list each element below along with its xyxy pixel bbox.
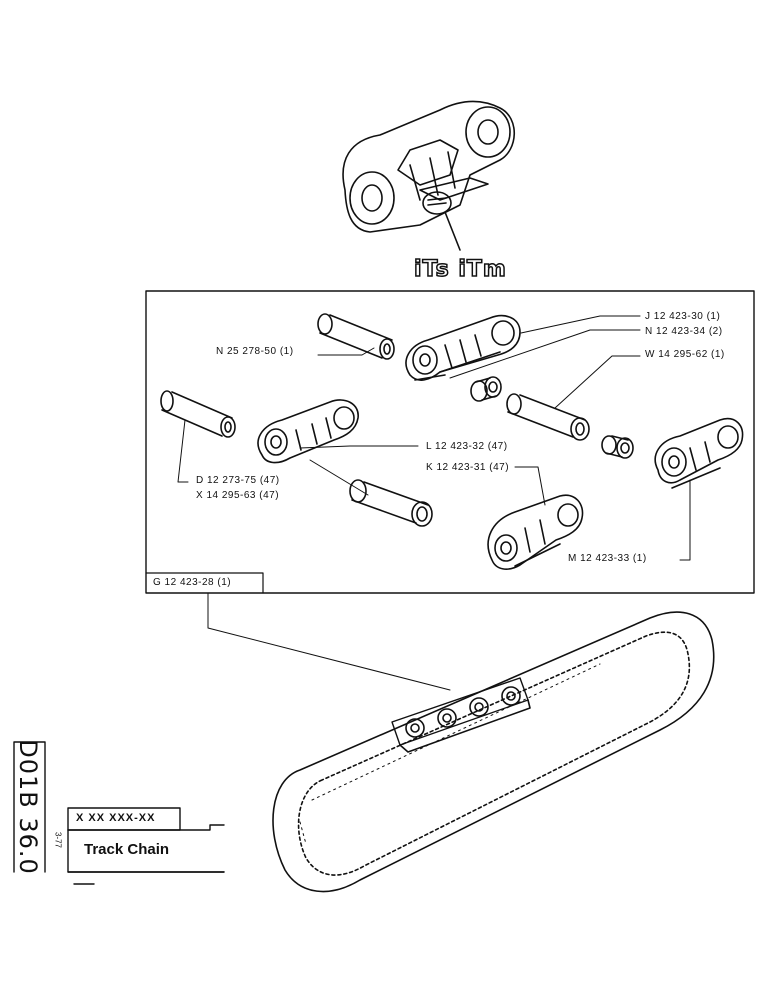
leader-lines xyxy=(177,315,691,561)
part-label-n-pin: N 25 278-50 (1) xyxy=(216,346,294,357)
group-label-box xyxy=(145,572,264,594)
detail-link-illustration xyxy=(342,100,515,251)
link-k-12-423-31 xyxy=(487,494,584,570)
part-label-l: L 12 423-32 (47) xyxy=(426,441,508,452)
page-title: Track Chain xyxy=(84,841,170,858)
part-label-n-spacer: N 12 423-34 (2) xyxy=(645,326,723,337)
document-code: D01B 36.0 xyxy=(12,739,44,875)
group-label: G 12 423-28 (1) xyxy=(153,577,232,588)
part-label-w: W 14 295-62 (1) xyxy=(645,349,725,360)
spacer-right xyxy=(601,435,634,459)
date-stamp: 3-77 xyxy=(52,828,64,852)
date-stamp-text: 3-77 xyxy=(53,831,63,849)
part-label-m: M 12 423-33 (1) xyxy=(568,553,647,564)
title-block-lines xyxy=(13,741,225,885)
link-l-12-423-32 xyxy=(257,399,359,464)
link-m-12-423-33 xyxy=(654,418,744,489)
pin-d-12-273-75 xyxy=(160,390,236,438)
exploded-view-frame xyxy=(145,290,755,594)
pin-n-25-278-50 xyxy=(317,313,395,360)
part-label-j: J 12 423-30 (1) xyxy=(645,311,721,322)
bushing-w-14-295-62 xyxy=(506,393,590,441)
track-chain-loop xyxy=(272,611,715,893)
brand-mark: iTs iTm xyxy=(413,256,507,283)
document-code-text: D01B 36.0 xyxy=(14,739,42,875)
bushing-x-14-295-63 xyxy=(349,479,433,527)
part-label-d: D 12 273-75 (47) xyxy=(196,475,280,486)
spacer-n-12-423-34 xyxy=(470,376,502,402)
part-label-x: X 14 295-63 (47) xyxy=(196,490,280,501)
part-label-k: K 12 423-31 (47) xyxy=(426,462,510,473)
part-number-placeholder: X XX XXX-XX xyxy=(76,812,156,824)
group-leader xyxy=(207,592,451,691)
link-j-12-423-30 xyxy=(405,314,521,381)
